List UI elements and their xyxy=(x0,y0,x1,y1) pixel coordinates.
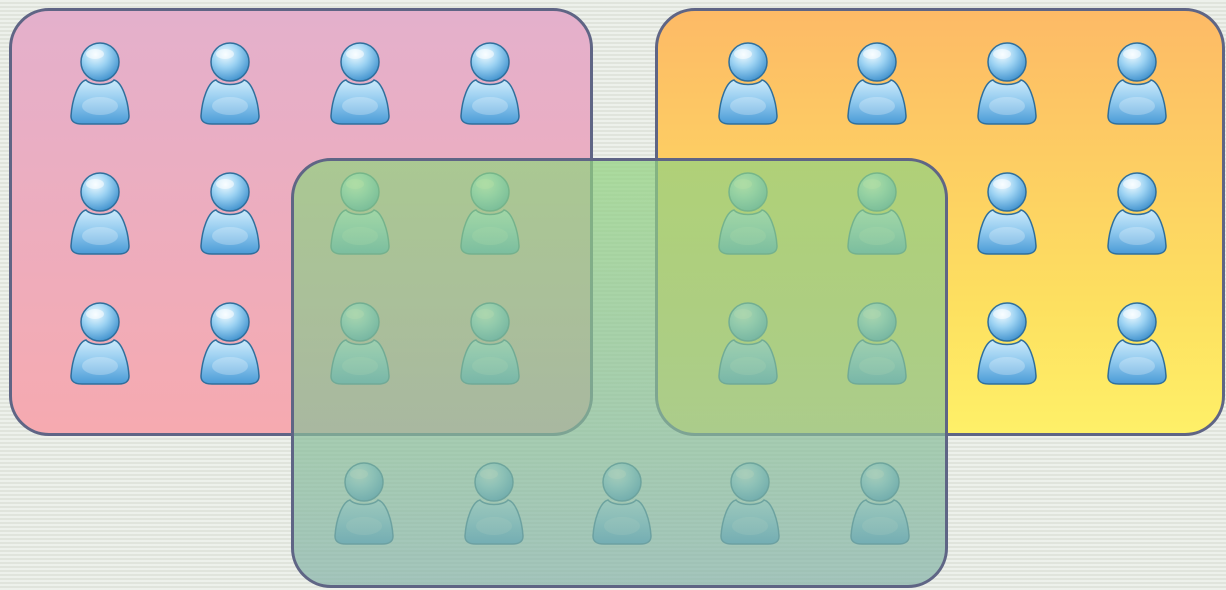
user-icon xyxy=(977,302,1037,385)
user-icon xyxy=(1107,302,1167,385)
user-icon xyxy=(847,42,907,125)
user-icon xyxy=(200,302,260,385)
user-icon xyxy=(460,42,520,125)
user-icon xyxy=(1107,42,1167,125)
user-icon xyxy=(70,42,130,125)
user-icon xyxy=(200,172,260,255)
user-icon xyxy=(330,42,390,125)
user-icon xyxy=(977,42,1037,125)
user-group-green xyxy=(291,158,948,588)
user-icon xyxy=(200,42,260,125)
user-icon xyxy=(1107,172,1167,255)
user-icon xyxy=(718,42,778,125)
user-icon xyxy=(70,302,130,385)
user-icon xyxy=(977,172,1037,255)
user-icon xyxy=(70,172,130,255)
